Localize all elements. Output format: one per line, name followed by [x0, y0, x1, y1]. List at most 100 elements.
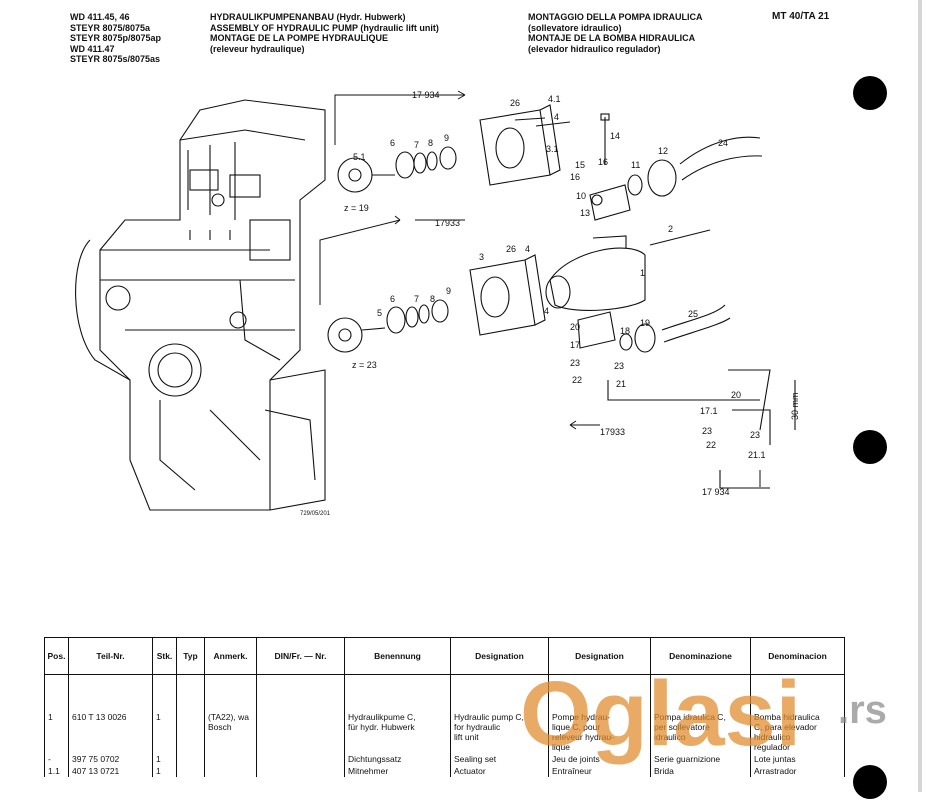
ref-17934-bottom: 17 934 — [702, 487, 730, 497]
cell-din — [256, 765, 345, 777]
col-header-benennung: Benennung — [344, 637, 451, 675]
ref-17933-top: 17933 — [435, 218, 460, 228]
col-header-qty: Stk. — [152, 637, 177, 675]
cell-designation-en: Hydraulic pump C, for hydraulic lift uni… — [450, 711, 549, 753]
part-label: 3.1 — [546, 144, 559, 154]
part-label: 17 — [570, 340, 580, 350]
diagram-svg: 17 934 17933 17933 17 934 z = 19 z = 23 … — [75, 90, 800, 517]
part-label: 23 — [614, 361, 624, 371]
cell-benennung: Mitnehmer — [344, 765, 451, 777]
part-label: 13 — [580, 208, 590, 218]
title-line: (releveur hydraulique) — [210, 43, 305, 54]
cell-type — [176, 753, 205, 765]
part-label: 4 — [525, 244, 530, 254]
col-header-remark: Anmerk. — [204, 637, 257, 675]
part-label: 21 — [616, 379, 626, 389]
title-line: ASSEMBLY OF HYDRAULIC PUMP (hydraulic li… — [210, 22, 439, 33]
cell-pos: 1 — [44, 711, 69, 753]
cell-part-no: 407 13 0721 — [68, 765, 153, 777]
page-edge-shadow — [918, 0, 922, 792]
gear-teeth-19: z = 19 — [344, 203, 369, 213]
part-label: 18 — [620, 326, 630, 336]
part-label: 25 — [688, 309, 698, 319]
part-label: 4 — [554, 112, 559, 122]
title-line: MONTAGGIO DELLA POMPA IDRAULICA — [528, 12, 703, 22]
header-title-1: HYDRAULIKPUMPENANBAU (Hydr. Hubwerk) ASS… — [210, 12, 510, 54]
part-label: 11 — [631, 160, 640, 170]
page-code: MT 40/TA 21 — [772, 11, 830, 22]
part-label: 16 — [598, 157, 608, 167]
cell-designation-fr: Pompe hydrau- lique C, pour releveur hyd… — [548, 711, 651, 753]
model-line: STEYR 8075p/8075ap — [70, 33, 162, 43]
cell-pos: - — [44, 753, 69, 765]
part-label: 16 — [570, 172, 580, 182]
engine-block — [75, 99, 326, 511]
part-label: 9 — [446, 286, 451, 296]
cell-din — [256, 753, 345, 765]
cell-qty: 1 — [152, 753, 177, 765]
cell-qty: 1 — [152, 765, 177, 777]
oglasi-watermark: Oglasi .rs — [520, 663, 887, 765]
part-label: 4.1 — [548, 94, 561, 104]
part-label: 23 — [750, 430, 760, 440]
title-line: MONTAJE DE LA BOMBA HIDRAULICA — [528, 33, 696, 43]
cell-qty: 1 — [152, 711, 177, 753]
ref-17933-bottom: 17933 — [600, 427, 625, 437]
model-line: STEYR 8075s/8075as — [70, 54, 161, 64]
col-header-designation-fr: Designation — [548, 637, 651, 675]
col-header-denominacion: Denominacion — [750, 637, 845, 675]
gear-teeth-23: z = 23 — [352, 360, 377, 370]
col-header-part-no: Teil-Nr. — [68, 637, 153, 675]
cell-benennung: Dichtungssatz — [344, 753, 451, 765]
title-line: HYDRAULIKPUMPENANBAU (Hydr. Hubwerk) — [210, 12, 406, 22]
part-label: 8 — [430, 294, 435, 304]
part-labels: 26 4.1 4 3.1 14 15 16 16 12 24 5.1 6 7 8… — [353, 94, 766, 460]
cell-denominazione: Brida — [650, 765, 751, 777]
part-label: 20 — [570, 322, 580, 332]
part-label: 23 — [702, 426, 712, 436]
table-spacer-row — [44, 674, 845, 711]
cell-type — [176, 765, 205, 777]
col-header-denominazione: Denominazione — [650, 637, 751, 675]
part-label: 5 — [377, 308, 382, 318]
part-label: 26 — [506, 244, 516, 254]
col-header-designation-en: Designation — [450, 637, 549, 675]
binder-hole-top — [853, 76, 887, 110]
part-label: 12 — [658, 146, 668, 156]
cell-remark: (TA22), wa Bosch — [204, 711, 257, 753]
title-line: MONTAGE DE LA POMPE HYDRAULIQUE — [210, 33, 389, 43]
cell-denominacion: Lote juntas — [750, 753, 845, 765]
upper-assembly — [337, 104, 763, 221]
part-label: 2 — [668, 224, 673, 234]
header-models: WD 411.45, 46 STEYR 8075/8075a STEYR 807… — [70, 12, 190, 65]
part-label: 4 — [544, 306, 549, 316]
watermark-brand: Oglasi — [520, 663, 801, 765]
part-label: 22 — [572, 375, 582, 385]
part-label: 17.1 — [700, 406, 718, 416]
cell-pos: 1.1 — [44, 765, 69, 777]
cell-designation-fr: Entraîneur — [548, 765, 651, 777]
cell-part-no: 610 T 13 0026 — [68, 711, 153, 753]
part-label: 15 — [575, 160, 585, 170]
part-label: 24 — [718, 138, 728, 148]
reference-arrows — [319, 90, 761, 487]
col-header-pos: Pos. — [44, 637, 69, 675]
cell-denominacion: Bomba hidraulica C, para elevador hidrau… — [750, 711, 845, 753]
model-line: WD 411.47 — [70, 43, 115, 54]
table-row: 1.1 407 13 0721 1 Mitnehmer Actuator Ent… — [44, 765, 845, 777]
part-label: 9 — [444, 133, 449, 143]
cell-designation-en: Actuator — [450, 765, 549, 777]
cell-denominacion: Arrastrador — [750, 765, 845, 777]
part-label: 1 — [640, 268, 645, 278]
parts-table: Pos. Teil-Nr. Stk. Typ Anmerk. DIN/Fr. —… — [44, 637, 845, 777]
part-label: 19 — [640, 318, 650, 328]
cell-remark — [204, 765, 257, 777]
part-label: 14 — [610, 131, 620, 141]
part-label: 10 — [576, 191, 586, 201]
table-header-row: Pos. Teil-Nr. Stk. Typ Anmerk. DIN/Fr. —… — [44, 637, 845, 675]
cell-denominazione: Pompa idraulica C, per sollevatore idrau… — [650, 711, 751, 753]
binder-hole-middle — [853, 430, 887, 464]
part-label: 5.1 — [353, 152, 366, 162]
title-line: (sollevatore idraulico) — [528, 22, 622, 33]
exploded-diagram: 17 934 17933 17933 17 934 z = 19 z = 23 … — [70, 80, 860, 520]
